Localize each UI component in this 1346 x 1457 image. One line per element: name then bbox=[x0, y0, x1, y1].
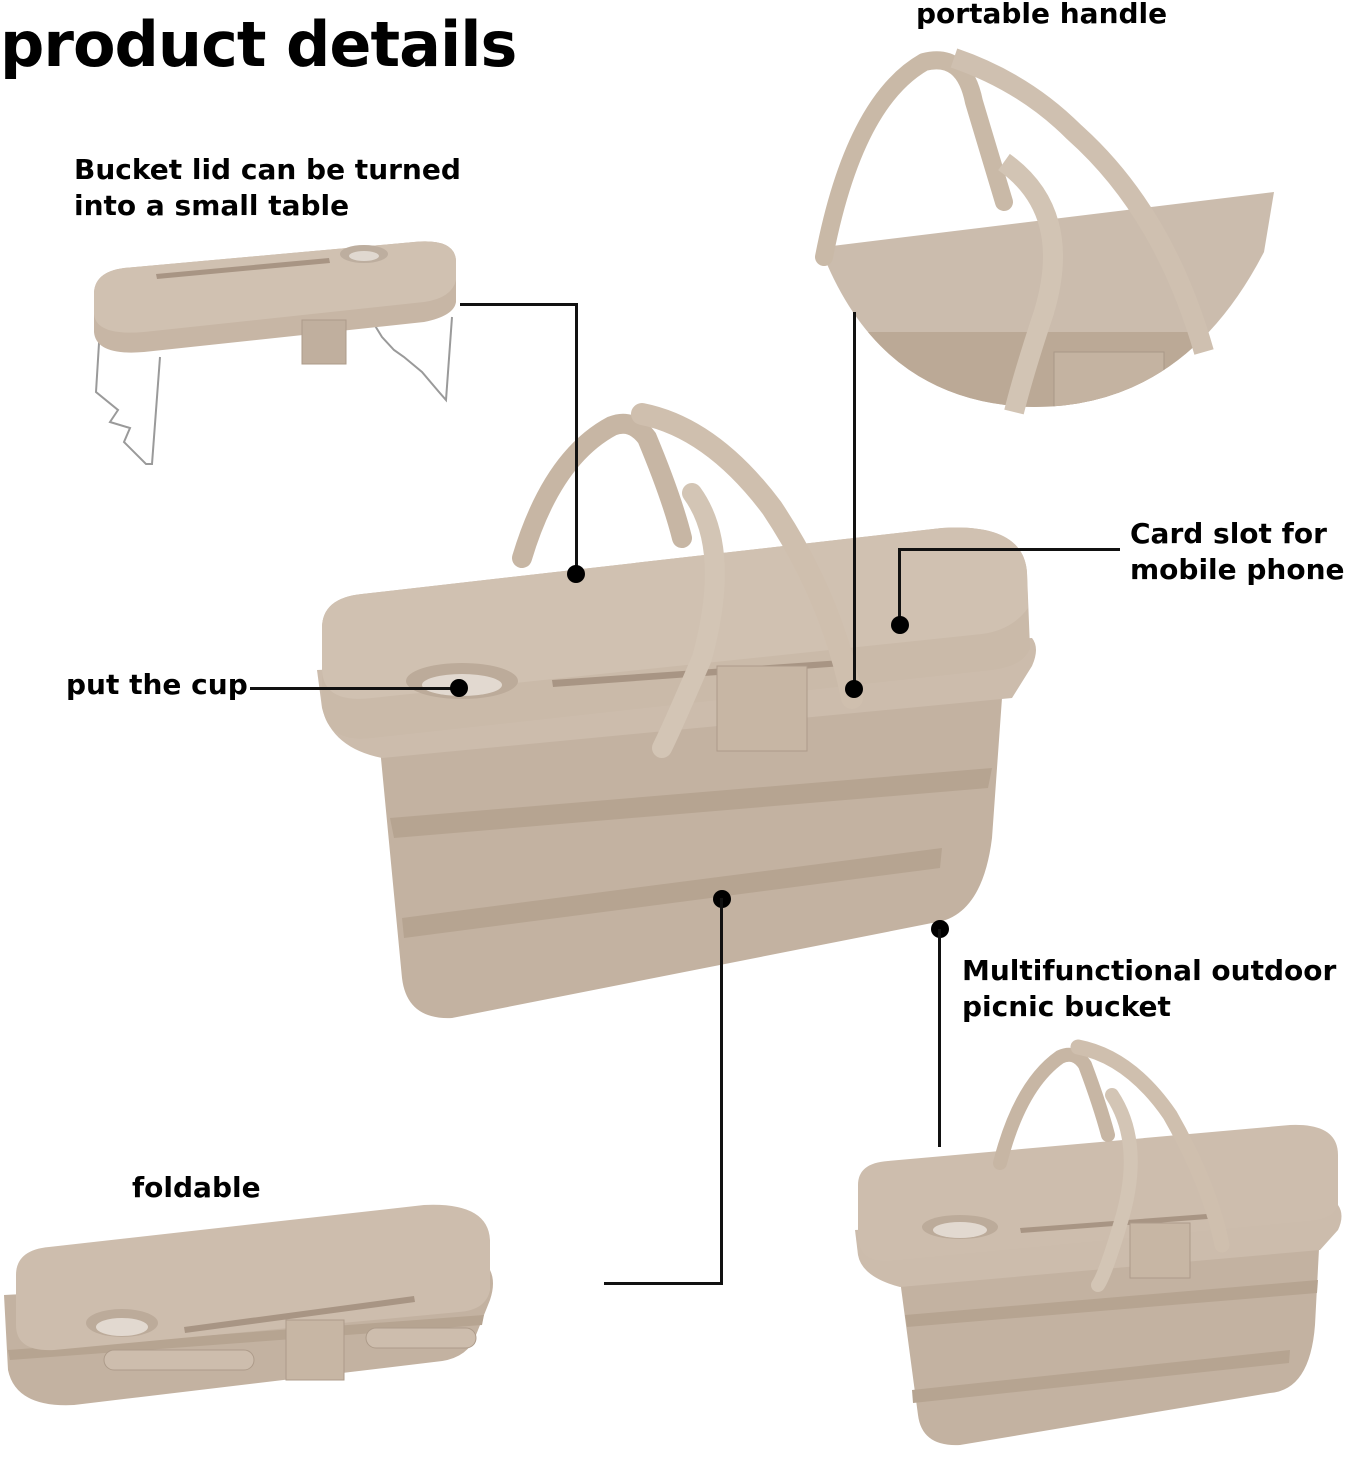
leader-dot-handle bbox=[845, 680, 863, 698]
leader-dot-lid bbox=[567, 565, 585, 583]
small-bucket-image bbox=[855, 1039, 1342, 1446]
callout-multifunctional: Multifunctional outdoor picnic bucket bbox=[962, 953, 1336, 1025]
callout-card-slot-line2: mobile phone bbox=[1130, 553, 1345, 586]
main-bucket-image bbox=[317, 403, 1036, 1019]
leader-dot-card-slot bbox=[891, 616, 909, 634]
lid-table-image bbox=[94, 241, 456, 465]
leader-line-cup bbox=[250, 687, 460, 690]
callout-portable-handle-text: portable handle bbox=[916, 0, 1168, 30]
callout-lid-table-line1: Bucket lid can be turned bbox=[74, 153, 461, 186]
page-title: product details bbox=[0, 8, 517, 81]
leader-line-lid-v bbox=[575, 303, 578, 573]
callout-foldable-text: foldable bbox=[132, 1171, 261, 1204]
callout-card-slot: Card slot for mobile phone bbox=[1130, 516, 1345, 588]
callout-multifunctional-line1: Multifunctional outdoor bbox=[962, 954, 1337, 987]
callout-foldable: foldable bbox=[132, 1170, 261, 1206]
callout-lid-table: Bucket lid can be turned into a small ta… bbox=[74, 152, 461, 224]
leader-dot-cup bbox=[450, 679, 468, 697]
callout-cup-text: put the cup bbox=[66, 668, 248, 701]
leader-line-card-slot-h bbox=[898, 548, 1120, 551]
leader-line-foldable-h bbox=[604, 1282, 723, 1285]
leader-line-card-slot-v bbox=[898, 548, 901, 624]
leader-line-handle bbox=[853, 312, 856, 688]
leader-line-multifunctional bbox=[938, 929, 941, 1147]
leader-line-lid-h bbox=[460, 303, 578, 306]
handle-closeup-image bbox=[815, 48, 1274, 415]
callout-cup: put the cup bbox=[66, 667, 248, 703]
callout-card-slot-line1: Card slot for bbox=[1130, 517, 1327, 550]
folded-bucket-image bbox=[4, 1204, 493, 1406]
callout-lid-table-line2: into a small table bbox=[74, 189, 350, 222]
callout-multifunctional-line2: picnic bucket bbox=[962, 990, 1171, 1023]
leader-line-foldable-v bbox=[720, 898, 723, 1285]
callout-portable-handle: portable handle bbox=[916, 0, 1167, 32]
